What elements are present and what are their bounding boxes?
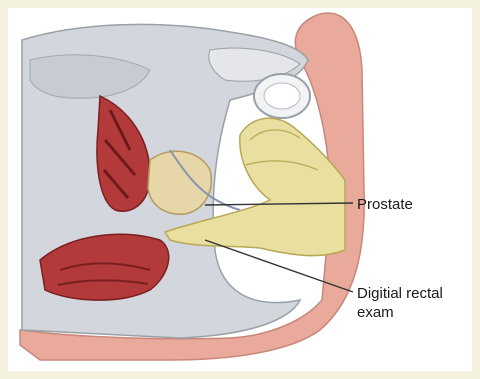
prostate-gland: [148, 151, 211, 214]
bladder-inner: [264, 83, 300, 109]
digital-rectal-exam-label: Digitial rectal exam: [357, 284, 475, 322]
prostate-label: Prostate: [357, 195, 413, 214]
